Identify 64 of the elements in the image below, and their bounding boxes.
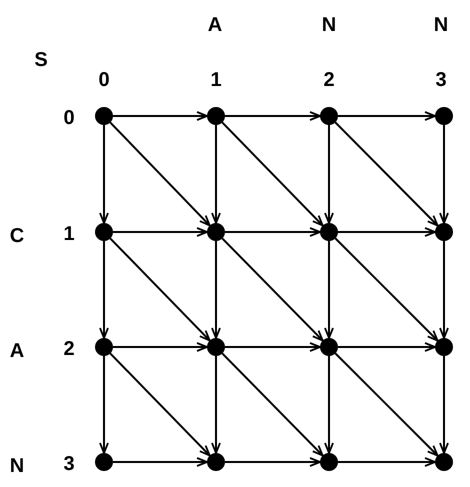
arrow — [324, 125, 334, 224]
grid-point — [95, 453, 113, 471]
sequence-letter: N — [322, 14, 336, 36]
grid-point — [207, 338, 225, 356]
index-number: 0 — [63, 107, 75, 129]
arrow — [225, 457, 321, 467]
arrow — [334, 122, 439, 226]
arrow — [99, 356, 109, 454]
grid-point — [95, 107, 113, 125]
grid-point — [207, 453, 225, 471]
arrow — [324, 356, 334, 454]
arrow — [338, 342, 436, 352]
grid-point — [435, 107, 453, 125]
index-number: 2 — [63, 338, 75, 360]
index-number: 2 — [323, 69, 335, 91]
arrow — [113, 227, 208, 237]
arrow — [113, 342, 208, 352]
arrow — [222, 122, 324, 226]
arrow — [211, 356, 221, 454]
grid-point — [320, 223, 338, 241]
sequence-letter: N — [10, 455, 24, 477]
index-number: 1 — [63, 223, 75, 245]
arrow — [110, 122, 211, 226]
arrow — [439, 356, 449, 454]
grid-point — [435, 223, 453, 241]
arrow — [225, 227, 321, 237]
grid-point — [95, 223, 113, 241]
index-number: 3 — [435, 69, 447, 91]
arrow — [99, 125, 109, 224]
sequence-letter: A — [10, 340, 24, 362]
arrow — [99, 241, 109, 339]
arrow — [338, 457, 436, 467]
arrow — [338, 111, 436, 121]
sequence-letter: C — [10, 225, 24, 247]
grid-point — [435, 338, 453, 356]
grid-point — [95, 338, 113, 356]
index-number: 0 — [98, 69, 110, 91]
arrow — [334, 238, 439, 342]
arrow — [211, 125, 221, 224]
arrow — [222, 352, 324, 456]
arrow — [334, 352, 439, 457]
arrow — [439, 125, 449, 224]
grid-point — [320, 107, 338, 125]
arrow — [338, 227, 436, 237]
arrow — [222, 238, 324, 342]
arrow — [113, 457, 208, 467]
index-number: 1 — [210, 69, 222, 91]
arrow — [225, 342, 321, 352]
arrow — [110, 238, 211, 342]
arrow — [211, 241, 221, 339]
arrow — [225, 111, 321, 121]
sequence-letter: N — [434, 14, 448, 36]
grid-point — [320, 453, 338, 471]
arrow — [110, 352, 211, 456]
sequence-letter: A — [208, 14, 222, 36]
index-number: 3 — [63, 453, 75, 475]
arrow — [439, 241, 449, 339]
grid-point — [435, 453, 453, 471]
grid-point — [320, 338, 338, 356]
arrow — [113, 111, 208, 121]
grid-point — [207, 223, 225, 241]
grid-point — [207, 107, 225, 125]
arrow — [324, 241, 334, 339]
sequence-letter: S — [34, 49, 48, 71]
